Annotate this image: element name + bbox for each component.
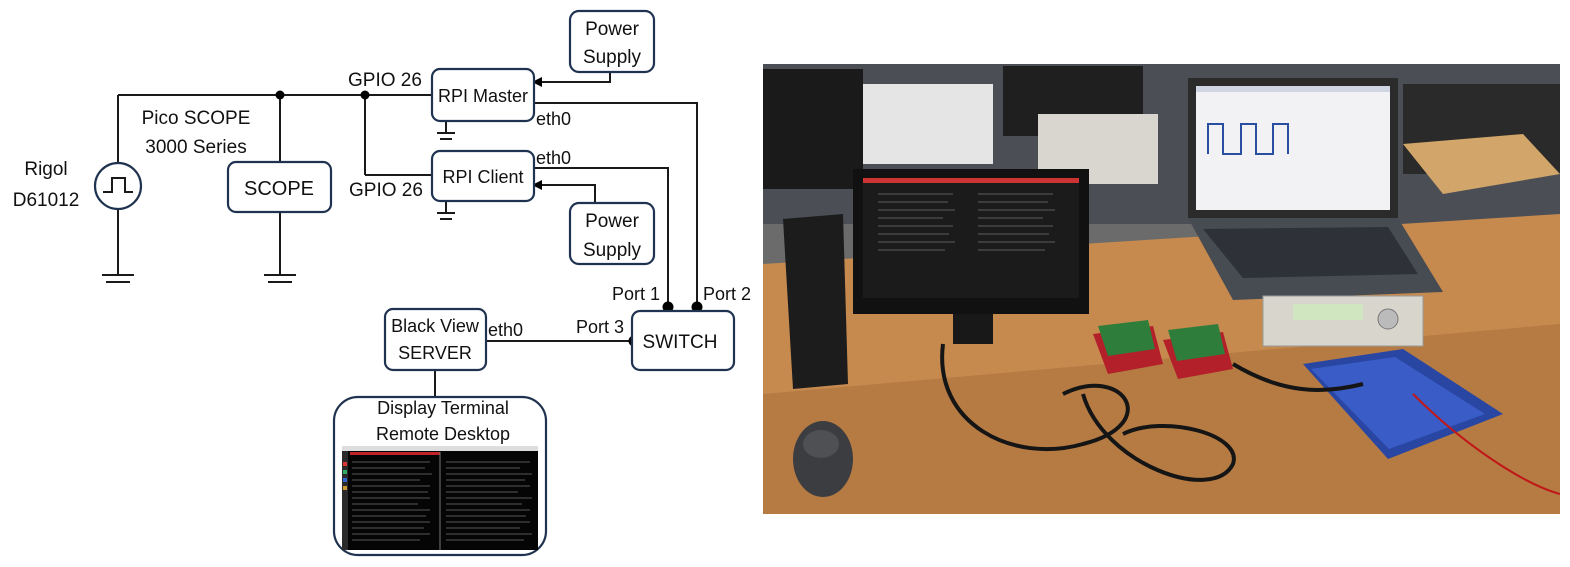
port1-dot — [662, 301, 674, 313]
gpio-top-label: GPIO 26 — [348, 70, 422, 91]
port2-dot — [691, 301, 703, 313]
laptop-icon — [1188, 78, 1443, 300]
signal-generator-symbol — [93, 161, 143, 211]
rpi-client-label: RPI Client — [442, 167, 523, 187]
server-box — [383, 307, 488, 372]
rpi-master-box — [430, 67, 536, 123]
signal-generator-icon — [1262, 295, 1424, 347]
gpio-bottom-label: GPIO 26 — [349, 180, 423, 201]
pico-scope-line2: 3000 Series — [145, 137, 246, 158]
port2-label: Port 2 — [703, 284, 751, 304]
rpi-master-label: RPI Master — [438, 86, 528, 106]
eth0-client-label: eth0 — [536, 148, 571, 168]
port1-label: Port 1 — [612, 284, 660, 304]
raspberry-pi-icon — [1093, 320, 1233, 379]
wires — [102, 72, 698, 397]
scope-label: SCOPE — [244, 178, 314, 200]
back-monitor-icon — [763, 69, 863, 189]
power-supply-bottom-line1: Power — [585, 211, 640, 232]
junction-dot — [360, 90, 370, 100]
remote-desktop-screenshot — [342, 446, 538, 550]
server-line1: Black View — [391, 316, 480, 336]
eth0-master-label: eth0 — [536, 109, 571, 129]
eth0-server-label: eth0 — [488, 320, 523, 340]
power-supply-top-line2: Supply — [583, 47, 642, 68]
power-supply-bottom-line2: Supply — [583, 240, 642, 261]
power-supply-bottom-box — [568, 201, 656, 266]
lab-setup-photo — [763, 64, 1560, 514]
port3-label: Port 3 — [576, 317, 624, 337]
monitor-icon — [853, 169, 1089, 344]
rigol-line1: Rigol — [24, 159, 67, 180]
switch-box — [630, 309, 736, 372]
scope-box — [226, 160, 333, 214]
system-diagram: Power Supply RPI Master RPI Client Power… — [13, 9, 751, 557]
rpi-client-box — [430, 149, 536, 203]
display-line2: Remote Desktop — [376, 424, 510, 444]
switch-label: SWITCH — [643, 332, 718, 353]
pico-scope-line1: Pico SCOPE — [142, 108, 251, 129]
power-supply-top-line1: Power — [585, 19, 640, 40]
power-supply-top-box — [568, 9, 656, 74]
server-line2: SERVER — [398, 343, 472, 363]
mini-pc-icon — [783, 214, 848, 389]
display-line1: Display Terminal — [377, 398, 509, 418]
junction-dot — [275, 90, 285, 100]
rigol-line2: D61012 — [13, 190, 80, 211]
